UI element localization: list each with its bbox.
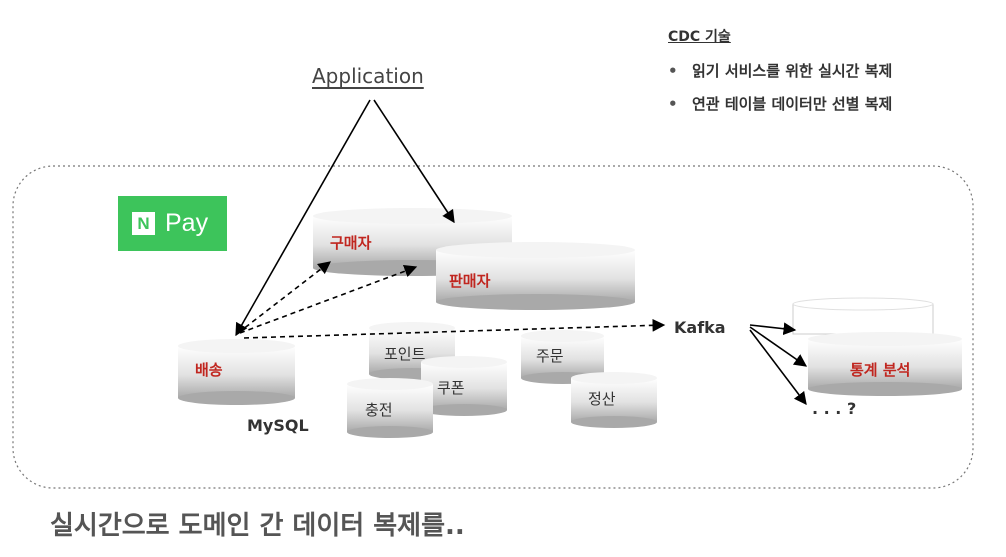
arrow-delivery-to-buyer (237, 261, 332, 334)
arrow-application-to-buyer (373, 99, 455, 224)
db-delivery-label: 배송 (195, 361, 223, 379)
arrow-delivery-to-seller (239, 265, 418, 334)
db-seller-label: 판매자 (449, 272, 491, 290)
mysql-label: MySQL (247, 416, 309, 435)
kafka-label: Kafka (674, 318, 726, 337)
arrow-kafka-to-stats (749, 326, 808, 367)
arrow-kafka-to-unknown (749, 329, 807, 406)
unknown-consumer-label: . . . ? (812, 399, 857, 418)
db-coupon-cylinder (421, 356, 507, 416)
db-delivery-cylinder (178, 339, 295, 405)
npay-logo: N Pay (118, 196, 227, 251)
db-settlement-label: 정산 (588, 390, 616, 408)
domain-boundary (12, 165, 974, 489)
bullet-icon: • (668, 95, 678, 113)
db-stats-label: 통계 분석 (850, 361, 911, 379)
npay-n-mark: N (132, 212, 155, 235)
bullet-icon: • (668, 62, 678, 80)
db-unknown-cylinder (792, 297, 934, 335)
arrow-application-to-delivery (235, 99, 371, 337)
footer-caption: 실시간으로 도메인 간 데이터 복제를.. (50, 511, 465, 541)
cdc-item: • 연관 테이블 데이터만 선별 복제 (668, 93, 892, 114)
db-point-label: 포인트 (384, 345, 426, 363)
cdc-item: • 읽기 서비스를 위한 실시간 복제 (668, 60, 892, 81)
db-stats-cylinder (808, 332, 962, 396)
db-settlement-cylinder (571, 372, 657, 428)
npay-pay-text: Pay (165, 209, 209, 237)
db-buyer-label: 구매자 (330, 234, 372, 252)
db-seller-cylinder (436, 242, 635, 310)
db-order-label: 주문 (536, 347, 564, 365)
cdc-title: CDC 기술 (668, 29, 731, 45)
application-label: Application (312, 64, 424, 88)
db-charge-cylinder (347, 378, 433, 438)
arrow-kafka-to-unknown-db (749, 322, 797, 336)
arrow-delivery-to-kafka (243, 318, 666, 339)
db-charge-label: 충전 (365, 401, 393, 419)
cdc-item-text: 읽기 서비스를 위한 실시간 복제 (692, 62, 893, 80)
cdc-panel: CDC 기술 • 읽기 서비스를 위한 실시간 복제 • 연관 테이블 데이터만 선… (668, 26, 892, 126)
cdc-item-text: 연관 테이블 데이터만 선별 복제 (692, 95, 893, 113)
db-coupon-label: 쿠폰 (437, 379, 465, 397)
